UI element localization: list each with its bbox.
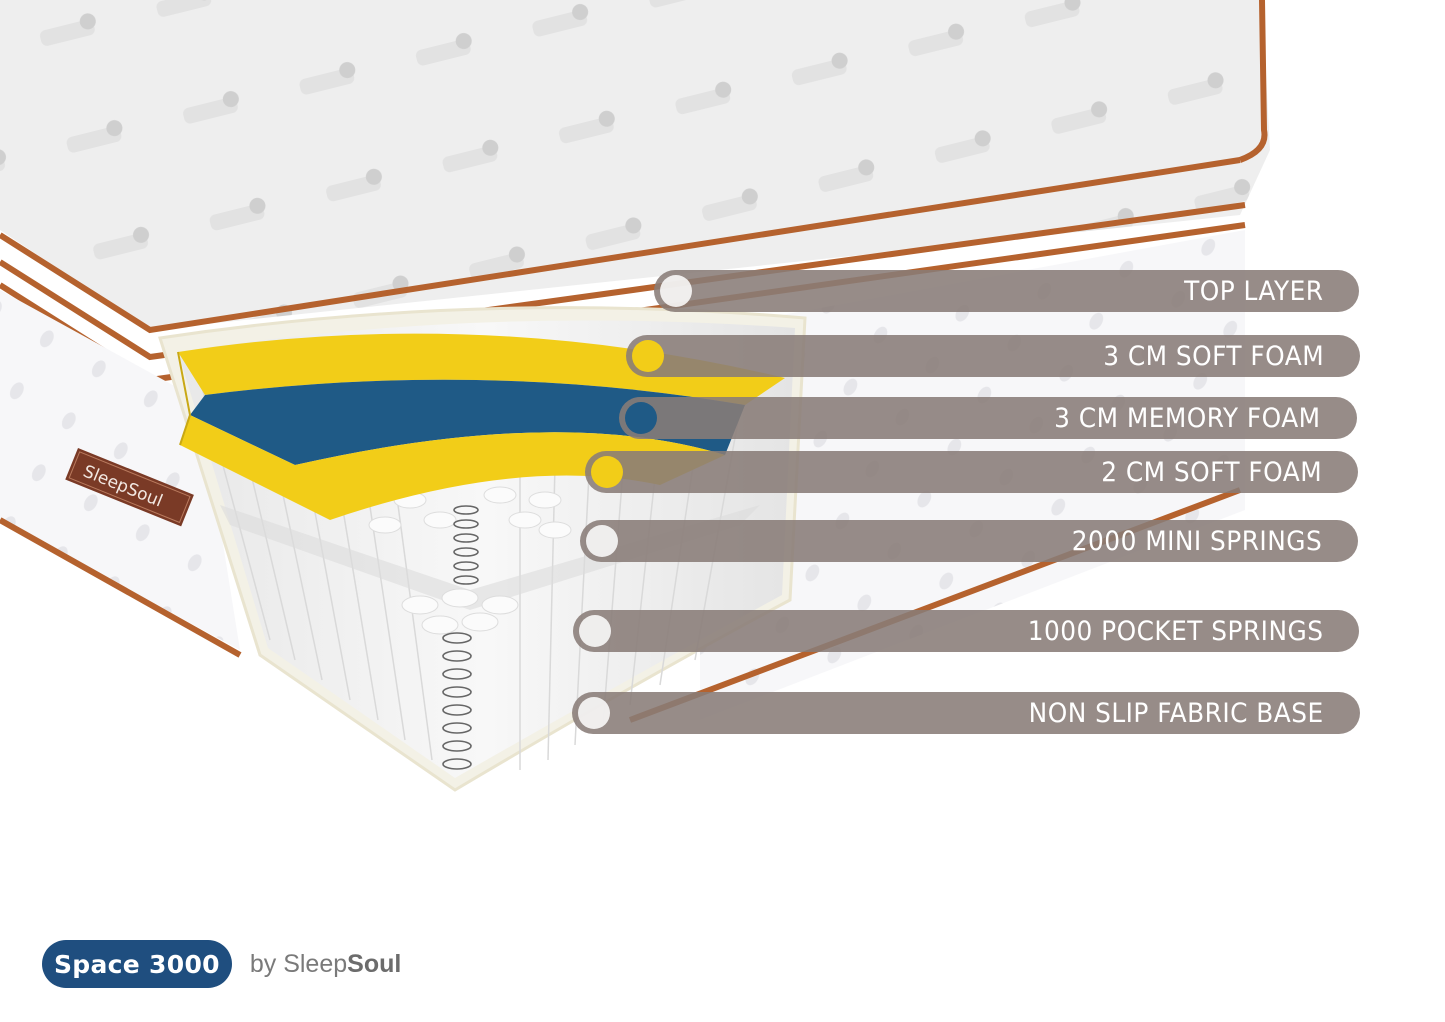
brand-logo-bold: Soul <box>347 949 402 978</box>
product-name-badge: Space 3000 <box>42 940 232 988</box>
layer-dot-icon <box>660 275 692 307</box>
layer-dot-icon <box>632 340 664 372</box>
layer-dot-icon <box>625 402 657 434</box>
layer-dot-icon <box>579 615 611 647</box>
layer-label-3cm-soft-foam: 3 CM SOFT FOAM <box>626 335 1360 377</box>
mattress-top-surface <box>0 0 1270 330</box>
brand-byline: by Sleep Soul <box>249 949 402 978</box>
pocket-spring-coil <box>442 632 472 770</box>
layer-dot-icon <box>578 697 610 729</box>
layer-label-2000-mini-springs: 2000 MINI SPRINGS <box>580 520 1358 562</box>
layer-dot-icon <box>591 456 623 488</box>
layer-label-1000-pocket-springs: 1000 POCKET SPRINGS <box>573 610 1359 652</box>
layer-dot-icon <box>586 525 618 557</box>
memory-foam-3cm <box>190 379 745 465</box>
layer-label-top-layer: TOP LAYER <box>654 270 1359 312</box>
brand-footer: Space 3000 by Sleep Soul <box>42 940 401 988</box>
layer-label-non-slip-fabric-base: NON SLIP FABRIC BASE <box>572 692 1360 734</box>
layer-label-3cm-memory-foam: 3 CM MEMORY FOAM <box>619 397 1357 439</box>
layer-label-2cm-soft-foam: 2 CM SOFT FOAM <box>585 451 1358 493</box>
mini-spring-coil <box>453 505 479 585</box>
soft-foam-2cm <box>180 415 725 520</box>
